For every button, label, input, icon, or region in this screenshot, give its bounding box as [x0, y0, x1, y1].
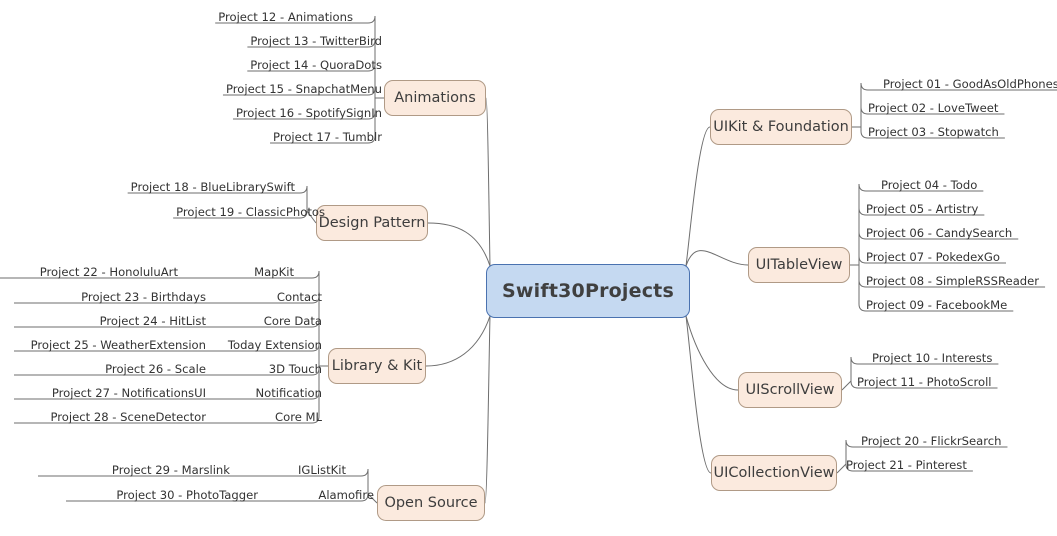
leaf-framework-label: Notification [255, 386, 322, 400]
leaf-node[interactable]: Project 13 - TwitterBird [247, 29, 385, 48]
leaf-framework-label: Alamofire [318, 488, 374, 502]
leaf-framework-label: Core Data [263, 314, 322, 328]
leaf-node[interactable]: Project 14 - QuoraDots [247, 53, 385, 72]
leaf-node[interactable]: Project 09 - FacebookMe [862, 293, 1013, 312]
leaf-label: Project 04 - Todo [881, 178, 978, 192]
leaf-node[interactable]: Project 21 - Pinterest [842, 453, 973, 472]
leaf-node[interactable]: Project 24 - HitList Core Data [14, 309, 324, 328]
branch-node-library-kit[interactable]: Library & Kit [328, 348, 426, 384]
leaf-node[interactable]: Project 25 - WeatherExtension Today Exten… [14, 333, 324, 352]
leaf-label: Project 08 - SimpleRSSReader [866, 274, 1040, 288]
leaf-label: Project 16 - SpotifySignIn [235, 106, 382, 120]
leaf-node[interactable]: Project 16 - SpotifySignIn [233, 101, 385, 120]
leaf-label: Project 15 - SnapchatMenu [225, 82, 382, 96]
branch-node-uiscrollview[interactable]: UIScrollView [738, 372, 842, 408]
leaf-label: Project 25 - WeatherExtension [30, 338, 206, 352]
leaf-label: Project 20 - FlickrSearch [861, 434, 1002, 448]
leaf-label: Project 06 - CandySearch [866, 226, 1013, 240]
leaf-label: Project 09 - FacebookMe [866, 298, 1008, 312]
branch-node-uikit-foundation[interactable]: UIKit & Foundation [710, 109, 852, 145]
leaf-node[interactable]: Project 01 - GoodAsOldPhones [879, 72, 1057, 91]
leaf-label: Project 24 - HitList [99, 314, 206, 328]
leaf-node[interactable]: Project 03 - Stopwatch [864, 120, 1005, 139]
leaf-node[interactable]: Project 20 - FlickrSearch [857, 429, 1007, 448]
leaf-node[interactable]: Project 18 - BlueLibrarySwift [128, 175, 298, 194]
leaf-label: Project 13 - TwitterBird [250, 34, 382, 48]
leaf-label: Project 03 - Stopwatch [868, 125, 999, 139]
leaf-framework-label: IGListKit [297, 463, 346, 477]
leaf-node[interactable]: Project 23 - Birthdays Contact [14, 285, 324, 304]
leaf-label: Project 19 - ClassicPhotos [176, 205, 325, 219]
leaf-node[interactable]: Project 19 - ClassicPhotos [173, 200, 328, 219]
leaf-node[interactable]: Project 26 - Scale 3D Touch [14, 357, 324, 376]
leaf-label: Project 30 - PhotoTagger [116, 488, 258, 502]
branch-node-uicollectionview[interactable]: UICollectionView [711, 455, 837, 491]
branch-node-uitableview[interactable]: UITableView [748, 247, 850, 283]
leaf-node[interactable]: Project 08 - SimpleRSSReader [862, 269, 1045, 288]
leaf-label: Project 01 - GoodAsOldPhones [883, 77, 1057, 91]
leaf-node[interactable]: Project 07 - PokedexGo [862, 245, 1006, 264]
leaf-label: Project 12 - Animations [218, 10, 353, 24]
leaf-node[interactable]: Project 05 - Artistry [862, 197, 984, 216]
leaf-label: Project 11 - PhotoScroll [857, 375, 992, 389]
leaf-node[interactable]: Project 12 - Animations [215, 5, 356, 24]
leaf-label: Project 17 - Tumblr [273, 130, 382, 144]
leaf-label: Project 26 - Scale [105, 362, 206, 376]
leaf-label: Project 02 - LoveTweet [868, 101, 999, 115]
leaf-node[interactable]: Project 27 - NotificationsUI Notification [14, 381, 324, 400]
leaf-framework-label: Contact [276, 290, 322, 304]
leaf-node[interactable]: Project 29 - Marslink IGListKit [38, 458, 348, 477]
leaf-node[interactable]: Project 22 - HonoluluArt MapKit [0, 260, 296, 279]
leaf-label: Project 05 - Artistry [866, 202, 979, 216]
leaf-label: Project 18 - BlueLibrarySwift [130, 180, 295, 194]
branch-node-design-pattern[interactable]: Design Pattern [316, 205, 428, 241]
leaf-node[interactable]: Project 10 - Interests [868, 346, 998, 365]
leaf-framework-label: Today Extension [227, 338, 322, 352]
leaf-label: Project 07 - PokedexGo [866, 250, 1000, 264]
leaf-label: Project 14 - QuoraDots [250, 58, 382, 72]
leaf-label: Project 28 - SceneDetector [50, 410, 206, 424]
leaf-framework-label: MapKit [254, 265, 294, 279]
leaf-label: Project 29 - Marslink [111, 463, 230, 477]
leaf-framework-label: 3D Touch [268, 362, 322, 376]
leaf-node[interactable]: Project 15 - SnapchatMenu [223, 77, 385, 96]
leaf-label: Project 21 - Pinterest [846, 458, 967, 472]
leaf-label: Project 10 - Interests [872, 351, 993, 365]
branch-node-animations[interactable]: Animations [384, 80, 486, 116]
leaf-label: Project 27 - NotificationsUI [51, 386, 206, 400]
root-node[interactable]: Swift30Projects [486, 264, 690, 318]
leaf-node[interactable]: Project 02 - LoveTweet [864, 96, 1004, 115]
leaf-node[interactable]: Project 17 - Tumblr [270, 125, 385, 144]
leaf-node[interactable]: Project 28 - SceneDetector Core ML [14, 405, 324, 424]
leaf-node[interactable]: Project 11 - PhotoScroll [853, 370, 998, 389]
leaf-label: Project 22 - HonoluluArt [39, 265, 178, 279]
leaf-node[interactable]: Project 30 - PhotoTagger Alamofire [66, 483, 376, 502]
leaf-node[interactable]: Project 04 - Todo [877, 173, 983, 192]
leaf-node[interactable]: Project 06 - CandySearch [862, 221, 1018, 240]
leaf-framework-label: Core ML [275, 410, 322, 424]
leaf-label: Project 23 - Birthdays [81, 290, 206, 304]
branch-node-open-source[interactable]: Open Source [377, 485, 485, 521]
